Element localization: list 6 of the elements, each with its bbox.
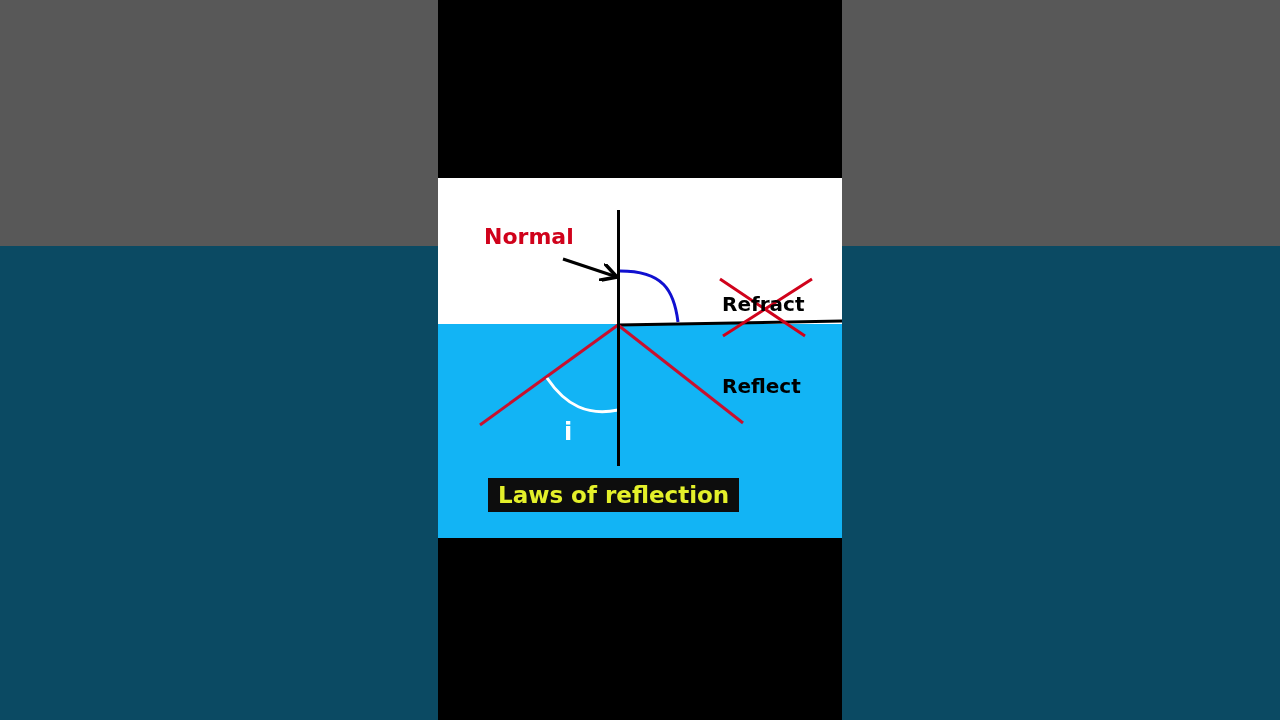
caption: Laws of reflection [488,478,740,512]
ray-label: Reflect [722,374,801,398]
normal-line [617,210,620,466]
normal-label: Normal [484,224,574,249]
angle-label: i [564,418,573,446]
leader-line [562,257,619,283]
